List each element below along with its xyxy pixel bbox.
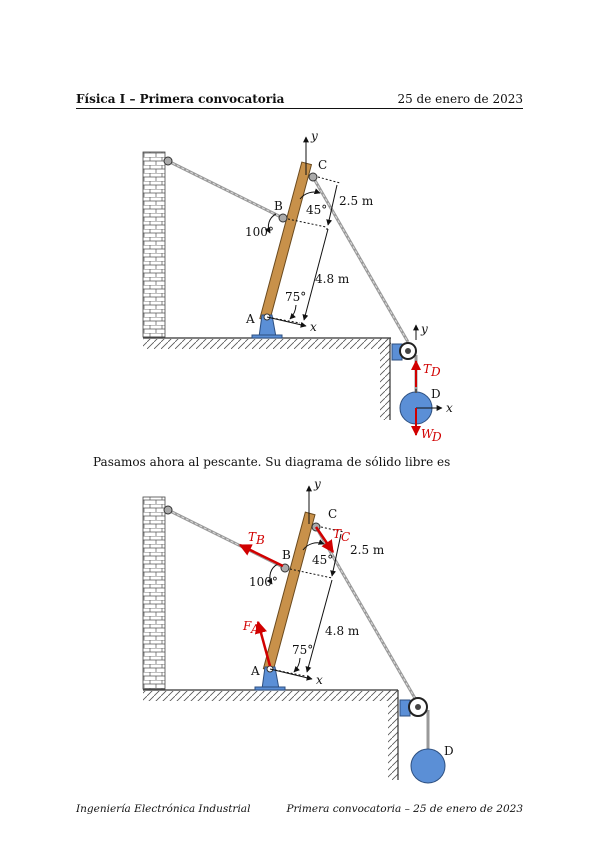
svg-text:B: B [255,533,265,547]
svg-text:y: y [310,129,318,143]
svg-text:D: D [430,365,441,379]
figure-2: y x 2.5 m 4.8 m 45° 100° 75° C B A T B T… [142,477,454,784]
svg-text:D: D [431,387,441,401]
svg-text:2.5 m: 2.5 m [339,194,374,208]
svg-text:4.8 m: 4.8 m [315,272,350,286]
svg-text:T: T [333,527,342,541]
force-TB [238,543,284,568]
svg-text:x: x [446,401,453,415]
footer-left: Ingeniería Electrónica Industrial [76,803,251,815]
svg-text:2.5 m: 2.5 m [350,543,385,557]
svg-text:75°: 75° [292,643,313,657]
svg-text:y: y [420,322,428,336]
body-text: Pasamos ahora al pescante. Su diagrama d… [93,455,451,469]
svg-text:x: x [316,673,323,687]
svg-text:D: D [431,430,442,444]
svg-text:x: x [310,320,317,334]
svg-text:B: B [282,548,291,562]
svg-text:B: B [274,199,283,213]
svg-text:A: A [250,664,260,678]
svg-text:T: T [423,362,432,376]
svg-text:y: y [313,477,321,491]
svg-text:100°: 100° [249,575,278,589]
force-TC [314,526,335,554]
header-rule [76,108,523,109]
header-title: Física I – Primera convocatoria [76,92,285,106]
brick-wall [142,151,166,338]
figure-1: y x 2.5 m 4.8 m 45° 100° 75° C B A y x D… [142,129,453,444]
svg-text:D: D [444,744,454,758]
svg-text:C: C [328,507,337,521]
svg-text:W: W [421,427,435,441]
svg-text:C: C [318,158,327,172]
svg-text:45°: 45° [312,553,333,567]
svg-text:T: T [248,530,257,544]
svg-text:75°: 75° [285,290,306,304]
cable-wall-B [167,159,284,220]
ground-hatch [143,339,391,349]
footer-right: Primera convocatoria – 25 de enero de 20… [286,803,523,815]
svg-text:45°: 45° [306,203,327,217]
svg-text:A: A [250,622,260,636]
mass-D-2 [410,748,446,784]
svg-text:4.8 m: 4.8 m [325,624,360,638]
svg-text:F: F [242,619,252,633]
svg-text:A: A [245,312,255,326]
header-date: 25 de enero de 2023 [397,92,523,106]
svg-text:C: C [341,530,350,544]
force-FA [254,620,272,667]
